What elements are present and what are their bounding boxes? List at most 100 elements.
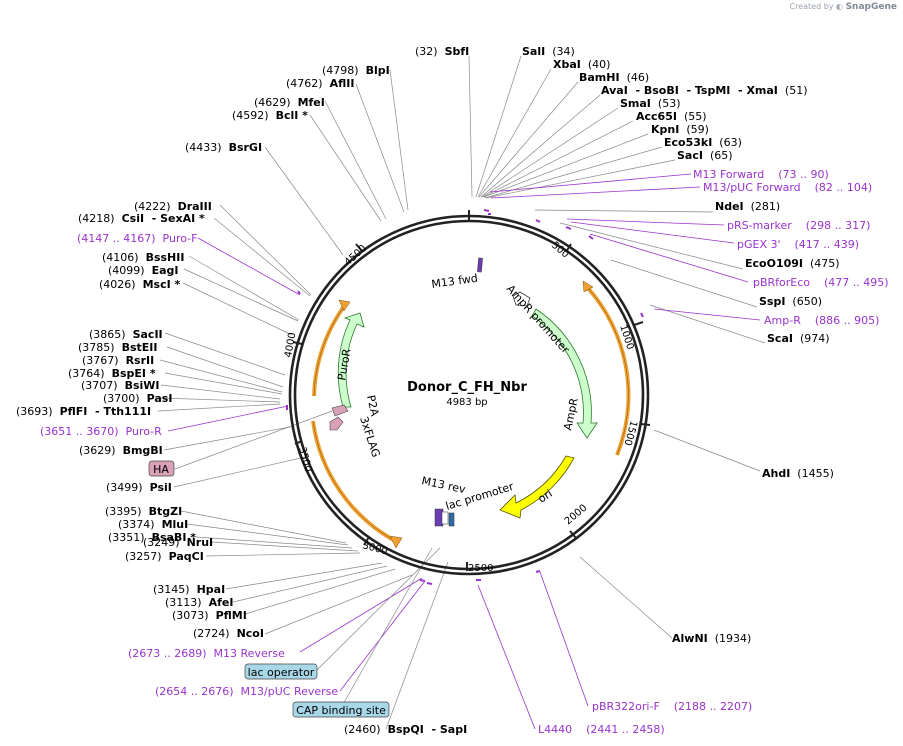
tick-label: 3500 — [296, 446, 313, 473]
site-label: (3113) AfeI — [165, 596, 233, 609]
site-label: (4106) BssHII — [102, 251, 184, 264]
site-label: Eco53kI (63) — [664, 136, 742, 149]
site-label: (3764) BspEI * — [68, 367, 156, 380]
site-label: (4629) MfeI — [254, 96, 325, 109]
site-label: (4222) DraIII — [134, 200, 212, 213]
tick-label: 500 — [549, 240, 571, 261]
lac-operator-box — [244, 663, 318, 680]
site-label: (3073) PflMI — [172, 609, 247, 622]
site-label: EcoO109I (475) — [745, 257, 840, 270]
site-label: Acc65I (55) — [636, 110, 707, 123]
ha-box — [148, 460, 175, 477]
site-label: (3629) BmgBI — [79, 444, 163, 457]
site-label: (4433) BsrGI — [185, 141, 262, 154]
site-label: (32) SbfI — [415, 45, 469, 58]
site-label: AhdI (1455) — [762, 467, 834, 480]
tick-label: 3000 — [361, 540, 388, 557]
site-label: (4218) CsiI - SexAI * — [78, 212, 205, 225]
site-label: (3767) RsrII — [82, 354, 154, 367]
site-label: (4099) EagI — [108, 264, 178, 277]
site-label: (3700) PasI — [103, 392, 172, 405]
site-label: (2460) BspQI - SapI — [344, 723, 467, 736]
primer-leader-lines — [167, 173, 761, 730]
site-labels: (32) SbfI SalI (34) XbaI (40) BamHI (46)… — [16, 45, 840, 736]
primer-label: (2673 .. 2689) M13 Reverse — [128, 647, 285, 660]
primer-label: pBRforEco (477 .. 495) — [753, 276, 889, 289]
feature-label-p2a: P2A — [364, 394, 381, 418]
cap-site-box — [292, 701, 390, 718]
tick-marks — [292, 210, 651, 571]
primer-label: pBR322ori-F (2188 .. 2207) — [592, 700, 752, 713]
primer-label: M13/pUC Forward (82 .. 104) — [703, 181, 872, 194]
p2a-arrow — [331, 404, 349, 417]
tick-label: 2500 — [468, 563, 493, 574]
primer-label: L4440 (2441 .. 2458) — [538, 723, 665, 736]
site-label: (3257) PaqCI — [125, 550, 204, 563]
site-label: (3707) BsiWI — [81, 379, 160, 392]
site-label: (3145) HpaI — [153, 583, 225, 596]
cap-site-label: CAP binding site — [296, 704, 386, 717]
plasmid-size: 4983 bp — [446, 397, 487, 408]
site-label: (3865) SacII — [89, 328, 163, 341]
site-label: (3374) MluI — [118, 518, 188, 531]
feature-label-m13-rev: M13 rev — [420, 474, 467, 496]
snapgene-name: SnapGene — [845, 2, 897, 12]
site-label: (2724) NcoI — [193, 627, 264, 640]
orange-feature-arcs — [311, 285, 631, 544]
primer-label: (3651 .. 3670) Puro-R — [40, 425, 162, 438]
site-label: AlwNI (1934) — [672, 632, 751, 645]
feature-label-ori: ori — [536, 487, 555, 506]
site-label: (4592) BclI * — [232, 109, 308, 122]
primer-label: (4147 .. 4167) Puro-F — [77, 232, 197, 245]
feature-label-ampr: AmpR — [561, 396, 581, 431]
site-label: (3693) PflFI - Tth111I — [16, 405, 151, 418]
snapgene-logo-icon: ◐ — [836, 2, 844, 11]
site-label: ScaI (974) — [767, 332, 830, 345]
site-label: BamHI (46) — [579, 71, 649, 84]
ha-label: HA — [153, 463, 169, 476]
primer-label: pGEX 3' (417 .. 439) — [737, 238, 859, 251]
ampr-promoter-arrow — [512, 291, 531, 307]
site-label: KpnI (59) — [651, 123, 709, 136]
site-label: (4026) MscI * — [99, 278, 181, 291]
leader-lines — [157, 55, 766, 730]
flag-arrow — [329, 416, 344, 431]
site-label: NdeI (281) — [715, 200, 780, 213]
primer-label: Amp-R (886 .. 905) — [764, 314, 879, 327]
orange-arrowheads — [338, 280, 594, 549]
site-label: AvaI - BsoBI - TspMI - XmaI (51) — [601, 84, 807, 97]
boxed-labels: CAP binding site lac operator HA — [148, 460, 390, 718]
primer-label: M13 Forward (73 .. 90) — [693, 168, 829, 181]
lac-operator-mark — [448, 512, 455, 527]
lac-operator-label: lac operator — [248, 666, 315, 679]
site-label: SmaI (53) — [620, 97, 680, 110]
primer-label: pRS-marker (298 .. 317) — [727, 219, 870, 232]
site-label: XbaI (40) — [553, 58, 610, 71]
snapgene-branding: Created by ◐ SnapGene — [789, 2, 897, 12]
created-by-text: Created by — [789, 2, 834, 11]
ori-arrow — [499, 455, 575, 519]
site-label: SspI (650) — [759, 295, 822, 308]
lac-promoter-mark — [441, 511, 449, 525]
primer-marks — [286, 209, 644, 585]
ampr-arrow — [531, 308, 598, 439]
site-label: (3249) NruI — [143, 536, 213, 549]
site-label: (3395) BtgZI — [105, 505, 182, 518]
puror-arrow — [337, 312, 365, 408]
site-label: (3351) BsaBI * — [108, 531, 196, 544]
site-label: (4798) BlpI — [322, 64, 390, 77]
feature-label-3xflag: 3xFLAG — [357, 415, 382, 459]
primer-labels: M13 Forward (73 .. 90) M13/pUC Forward (… — [40, 168, 889, 736]
tick-label: 4000 — [283, 332, 298, 359]
feature-label-puror: PuroR — [335, 347, 353, 381]
site-label: (3785) BstEII — [78, 341, 157, 354]
feature-label-m13-fwd: M13 fwd — [431, 272, 479, 291]
site-label: (3499) PsiI — [106, 481, 172, 494]
feature-label-ampr-promoter: AmpR promoter — [504, 282, 572, 356]
site-label: SacI (65) — [677, 149, 733, 162]
site-label: (4762) AflII — [286, 77, 354, 90]
plasmid-name: Donor_C_FH_Nbr — [407, 380, 527, 395]
primer-label: (2654 .. 2676) M13/pUC Reverse — [155, 685, 338, 698]
m13fwd-mark — [477, 257, 483, 273]
